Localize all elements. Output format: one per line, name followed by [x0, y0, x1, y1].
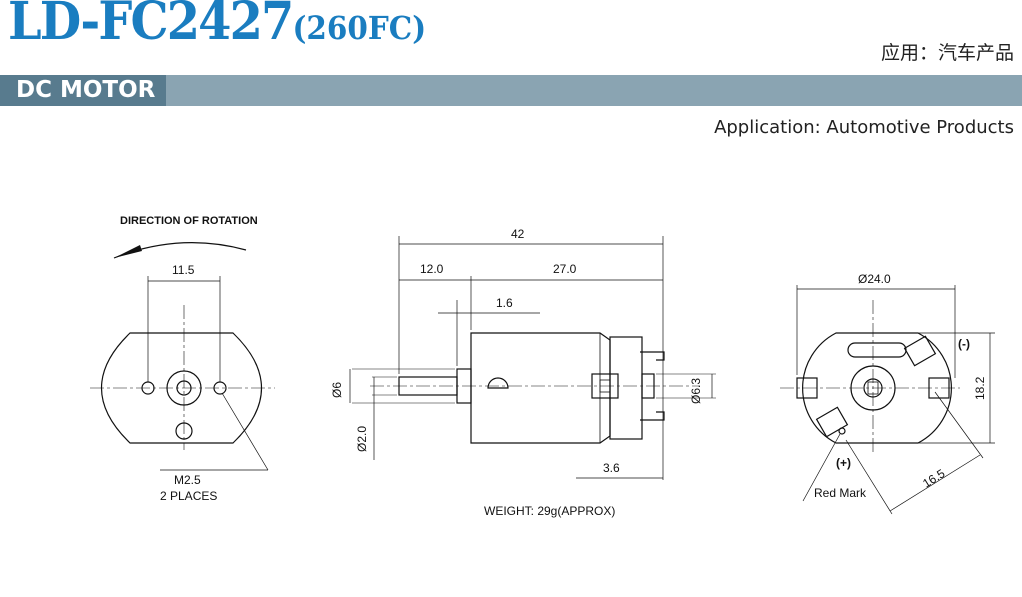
dim-hole-spacing: 11.5: [172, 263, 195, 277]
rear-shaft-end: [867, 381, 879, 395]
weight-label: WEIGHT: 29g(APPROX): [484, 504, 615, 518]
terminal-negative: [903, 335, 937, 367]
thread-leader: [221, 392, 269, 471]
model-name: LD-FC2427: [8, 0, 294, 52]
front-view: DIRECTION OF ROTATION 11.5 M2.5 2 PLACES: [90, 215, 275, 503]
terminal-bottom: [640, 411, 665, 421]
thread-label: M2.5: [174, 473, 201, 487]
dim-line-16-5: [889, 454, 981, 512]
category-bar: DC MOTOR: [0, 75, 1022, 106]
terminal-positive: [815, 406, 849, 438]
rotation-arrowhead: [114, 245, 142, 258]
rear-bearing: [863, 378, 883, 398]
front-body-outline: [100, 332, 263, 444]
dim-shaft-dia: Ø2.0: [355, 426, 369, 452]
red-mark-leader: [802, 433, 841, 502]
places-label: 2 PLACES: [160, 489, 217, 503]
ext-diag-bottom: [845, 439, 893, 515]
side-view: 42 12.0 27.0 1.6 3.6 Ø6 Ø2.0 Ø6.3 WEIGHT…: [330, 227, 716, 518]
shaft-hole: [176, 380, 192, 396]
dim-body-dia: Ø24.0: [858, 272, 891, 286]
category-label: DC MOTOR: [16, 77, 156, 103]
plus-label: (+): [836, 456, 851, 470]
dim-terminal: 3.6: [603, 461, 620, 475]
rear-tab-left: [796, 377, 818, 399]
rear-view: Ø24.0 18.2 16.5 (-) (+) Red Mark: [780, 272, 995, 515]
terminal-top: [640, 351, 665, 361]
model-subtitle: (260FC): [292, 9, 427, 47]
vent-hole: [175, 422, 193, 440]
red-mark-label: Red Mark: [814, 486, 867, 500]
dim-boss-dia: Ø6: [330, 382, 344, 398]
shaft-boss: [166, 370, 202, 406]
model-title: LD-FC2427(260FC): [8, 0, 426, 48]
rear-bearing-ring: [850, 365, 896, 411]
application-cn: 应用：汽车产品: [880, 42, 1014, 64]
rear-slot: [847, 342, 907, 358]
ext-diag-top: [934, 391, 984, 459]
dim-shaft-length: 12.0: [420, 262, 444, 276]
dim-diagonal: 16.5: [920, 466, 948, 490]
application-en: Application: Automotive Products: [714, 117, 1014, 138]
red-mark-dot: [838, 427, 846, 435]
dim-total-length: 42: [511, 227, 525, 241]
dim-flange: 1.6: [496, 296, 513, 310]
category-tab: [0, 75, 166, 106]
rotation-label: DIRECTION OF ROTATION: [120, 215, 258, 227]
dim-flat-height: 18.2: [973, 376, 987, 400]
dim-bearing-dia: Ø6.3: [689, 378, 703, 404]
dim-body-length: 27.0: [553, 262, 577, 276]
minus-label: (-): [958, 337, 970, 351]
end-cap: [609, 336, 643, 440]
body-emboss: [487, 377, 509, 389]
